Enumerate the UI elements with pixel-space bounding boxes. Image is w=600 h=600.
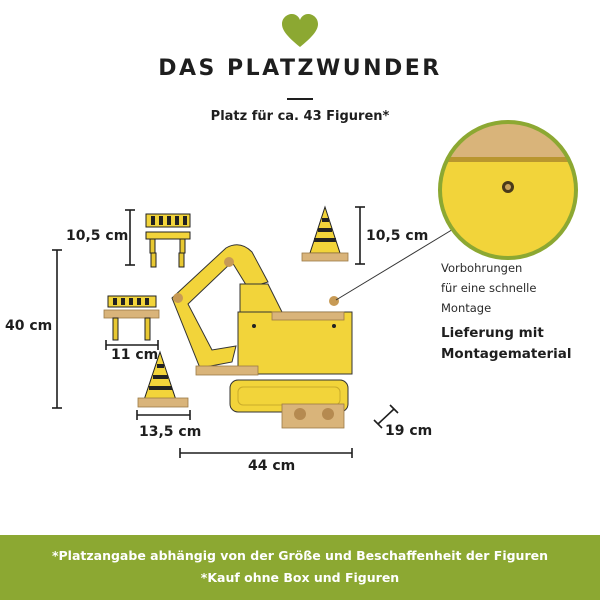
info-bold-2: Montagematerial [441, 346, 572, 362]
barrier-figure-top [145, 213, 191, 268]
excavator-shelf [171, 244, 353, 429]
detail-pointer-line [335, 227, 456, 301]
page-title: DAS PLATZWUNDER [158, 56, 442, 81]
shelf-depth-line [377, 408, 395, 425]
footer-note-2: *Kauf ohne Box und Figuren [200, 570, 400, 585]
footer-note-1: *Platzangabe abhängig von der Größe und … [51, 548, 548, 563]
cone-width-label: 13,5 cm [139, 424, 202, 440]
barrier-figure-mid [103, 295, 160, 341]
footer-banner: *Platzangabe abhängig von der Größe und … [0, 535, 600, 600]
height-total-label: 40 cm [5, 318, 53, 334]
cone-figure-bottom [137, 350, 189, 408]
cone-height-label: 10,5 cm [366, 228, 429, 244]
info-line-2: für eine schnelle [441, 281, 537, 295]
info-line-1: Vorbohrungen [441, 261, 523, 275]
shelf-width-label: 44 cm [248, 458, 296, 474]
info-line-3: Montage [441, 301, 492, 315]
shelf-depth-label: 19 cm [385, 423, 433, 439]
cone-figure-top [301, 205, 349, 262]
title-divider [287, 98, 313, 100]
barrier-width-label: 11 cm [111, 347, 159, 363]
info-bold-1: Lieferung mit [441, 325, 544, 341]
predrilled-hole-detail [438, 120, 578, 260]
heart-icon [282, 14, 318, 47]
page-subtitle: Platz für ca. 43 Figuren* [210, 109, 390, 124]
barrier-height-label: 10,5 cm [66, 228, 129, 244]
